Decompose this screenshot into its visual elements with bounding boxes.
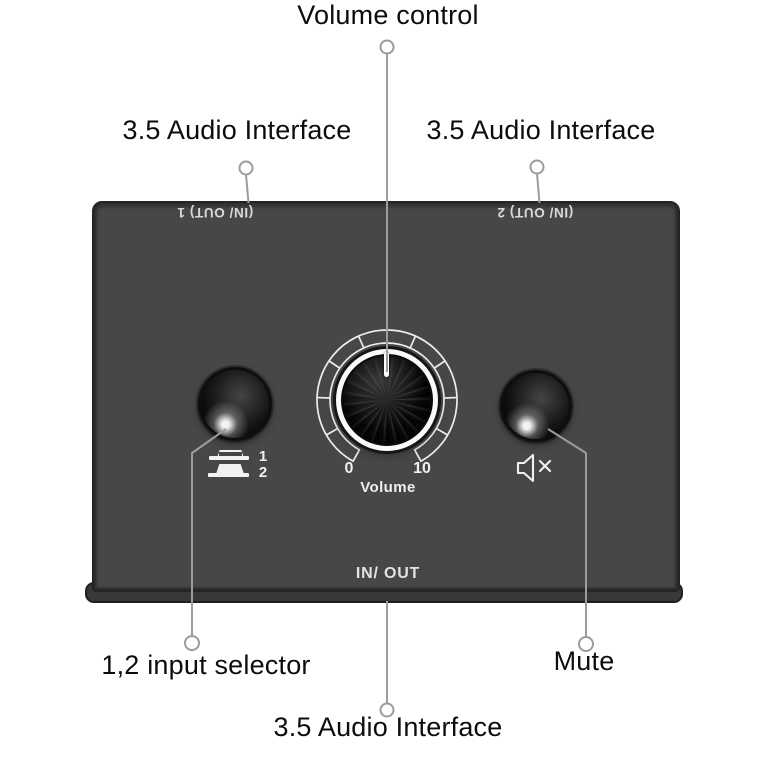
knob-caption: Volume xyxy=(360,479,416,496)
front-in-out-marking: IN/ OUT xyxy=(355,565,421,582)
callout-line-port1 xyxy=(245,174,250,204)
selector-option-2-label: 2 xyxy=(258,464,268,481)
callout-dot-selector xyxy=(184,635,200,651)
callout-dot-volume xyxy=(379,39,395,55)
callout-line-port2 xyxy=(536,173,541,204)
label-input-selector: 1,2 input selector xyxy=(101,650,311,680)
callout-dot-bottom-port xyxy=(379,702,395,718)
label-volume-control: Volume control xyxy=(297,0,479,30)
callout-dot-port2 xyxy=(529,159,545,175)
scale-min-label: 0 xyxy=(344,460,354,477)
speaker-muted-icon xyxy=(516,453,552,483)
volume-scale-arc xyxy=(316,329,458,463)
label-audio-interface-top-right: 3.5 Audio Interface xyxy=(426,115,656,145)
volume-knob[interactable] xyxy=(336,349,438,451)
mute-button[interactable] xyxy=(500,370,572,442)
selector-option-1-label: 1 xyxy=(258,448,268,465)
input-selector-button[interactable] xyxy=(198,367,272,441)
scale-max-label: 10 xyxy=(413,460,431,477)
callout-dot-mute xyxy=(578,636,594,652)
callout-line-mute xyxy=(547,428,587,637)
callout-line-selector xyxy=(191,428,227,636)
label-audio-interface-top-left: 3.5 Audio Interface xyxy=(122,115,352,145)
callout-dot-port1 xyxy=(238,160,254,176)
